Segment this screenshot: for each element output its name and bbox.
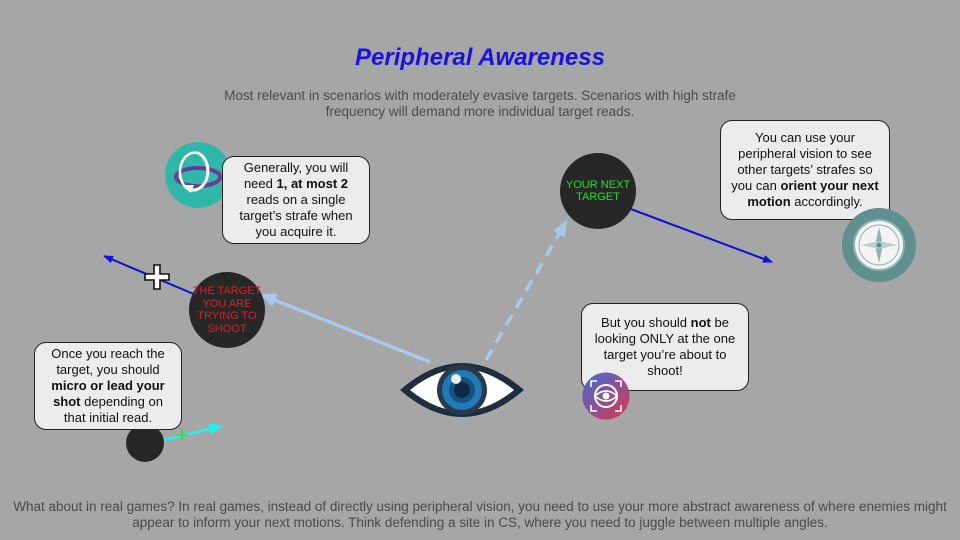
crosshair-icon xyxy=(144,264,170,290)
strafe-rotation-icon xyxy=(165,142,231,208)
gaze-arrow-next xyxy=(484,220,568,361)
strafe-arrow-next xyxy=(627,207,773,263)
footer-note: What about in real games? In real games,… xyxy=(13,499,947,530)
current-target-label: THE TARGET YOU ARE TRYING TO SHOOT xyxy=(192,285,262,335)
subtitle: Most relevant in scenarios with moderate… xyxy=(224,88,736,119)
orient-bubble: You can use your peripheral vision to se… xyxy=(720,120,890,220)
gaze-arrow-current xyxy=(260,293,431,364)
compass-icon-overlay xyxy=(842,208,916,282)
focus-target-icon-overlay xyxy=(582,372,630,420)
eye-icon xyxy=(400,363,524,417)
current-target[interactable]: THE TARGET YOU ARE TRYING TO SHOOT xyxy=(189,272,265,348)
next-target-label: YOUR NEXT TARGET xyxy=(565,178,631,204)
lead-arrow xyxy=(163,423,223,442)
page-title: Peripheral Awareness xyxy=(355,44,605,71)
lead-target[interactable] xyxy=(126,424,164,462)
reads-bubble: Generally, you will need 1, at most 2 re… xyxy=(222,156,370,244)
next-target[interactable]: YOUR NEXT TARGET xyxy=(560,153,636,229)
small-crosshair-icon xyxy=(176,429,188,441)
micro-bubble: Once you reach the target, you should mi… xyxy=(34,342,182,430)
